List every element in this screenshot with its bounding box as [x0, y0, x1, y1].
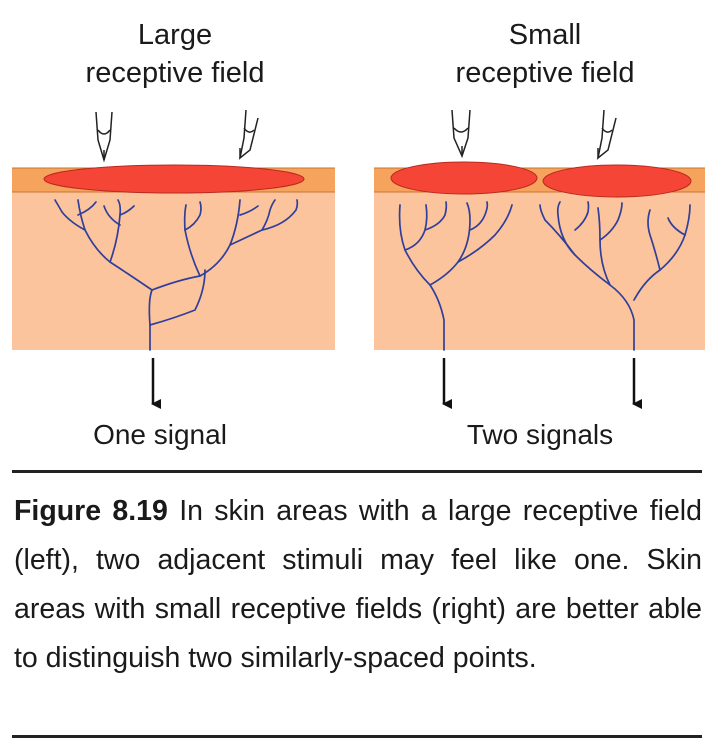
right-skin-block	[374, 109, 705, 409]
figure-caption: Figure 8.19 In skin areas with a large r…	[14, 487, 702, 683]
left-panel-title: Large receptive field	[40, 16, 310, 92]
left-nerve-tree	[54, 199, 299, 351]
right-title-line1: Small	[508, 19, 582, 51]
figure-label: Figure 8.19	[14, 495, 168, 527]
right-dermis	[374, 168, 705, 350]
caption-text: In skin areas with a large receptive fie…	[14, 495, 702, 674]
left-probe-2	[238, 109, 259, 160]
left-probe-1	[95, 111, 113, 163]
receptive-field-diagram	[12, 109, 705, 409]
left-dermis	[12, 168, 335, 350]
right-title-line2: receptive field	[455, 57, 635, 89]
left-title-line1: Large	[137, 19, 213, 51]
left-title-line2: receptive field	[85, 57, 265, 89]
left-skin-block	[12, 109, 335, 409]
left-large-receptive-field	[43, 164, 305, 194]
right-nerve-tree-2	[539, 201, 691, 351]
right-signal-label: Two signals	[466, 419, 614, 450]
right-probe-1	[451, 109, 471, 159]
right-probe-2	[596, 109, 617, 160]
right-nerve-tree-1	[398, 201, 513, 351]
caption-top-rule	[12, 470, 702, 473]
right-panel-title: Small receptive field	[410, 16, 680, 92]
left-signal-label: One signal	[93, 419, 227, 450]
caption-bottom-rule	[12, 735, 702, 738]
right-small-receptive-field-1	[390, 161, 538, 195]
right-small-receptive-field-2	[542, 164, 692, 198]
